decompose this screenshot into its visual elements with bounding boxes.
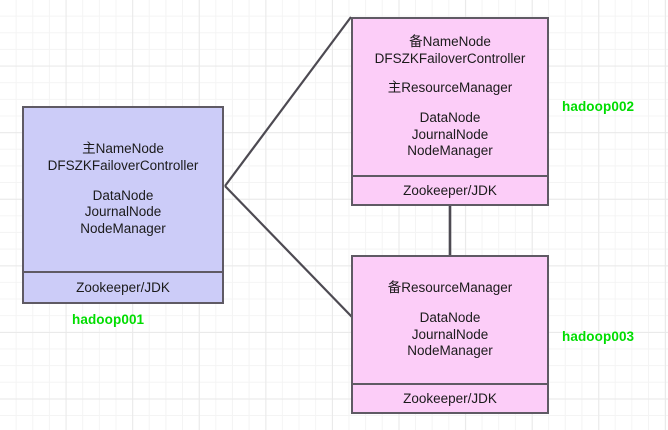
service-resourcemanager-primary: 主ResourceManager [387,80,513,96]
service-datanode: DataNode [419,309,481,325]
service-datanode: DataNode [92,187,154,203]
node-hadoop001-footer: Zookeeper/JDK [24,271,222,302]
node-hadoop001[interactable]: 主NameNode DFSZKFailoverController DataNo… [22,106,224,304]
service-journalnode: JournalNode [411,126,489,142]
service-datanode: DataNode [419,110,481,125]
service-dfszkfailovercontroller: DFSZKFailoverController [374,50,526,66]
host-label-hadoop002: hadoop002 [562,99,635,114]
node-hadoop002[interactable]: 备NameNode DFSZKFailoverController 主Resou… [351,17,549,206]
service-journalnode: JournalNode [411,326,489,342]
node-hadoop003-services: 备ResourceManager DataNode JournalNode No… [353,257,547,383]
service-nodemanager: NodeManager [407,143,493,159]
host-label-hadoop003: hadoop003 [562,329,635,344]
service-journalnode: JournalNode [84,204,162,220]
service-nodemanager: NodeManager [80,221,166,237]
node-hadoop002-footer: Zookeeper/JDK [353,175,547,204]
service-nodemanager: NodeManager [407,343,493,359]
node-hadoop002-services: 备NameNode DFSZKFailoverController 主Resou… [353,19,547,175]
node-hadoop003[interactable]: 备ResourceManager DataNode JournalNode No… [351,255,549,414]
node-hadoop001-services: 主NameNode DFSZKFailoverController DataNo… [24,108,222,271]
service-namenode-standby: 备NameNode [409,33,491,49]
node-hadoop003-footer: Zookeeper/JDK [353,383,547,412]
service-namenode-primary: 主NameNode [82,141,164,157]
host-label-hadoop001: hadoop001 [72,312,145,327]
service-dfszkfailovercontroller: DFSZKFailoverController [47,157,199,173]
connector-hadoop001-hadoop003 [224,185,353,318]
service-resourcemanager-standby: 备ResourceManager [387,280,513,296]
connector-hadoop001-hadoop002 [224,16,352,187]
